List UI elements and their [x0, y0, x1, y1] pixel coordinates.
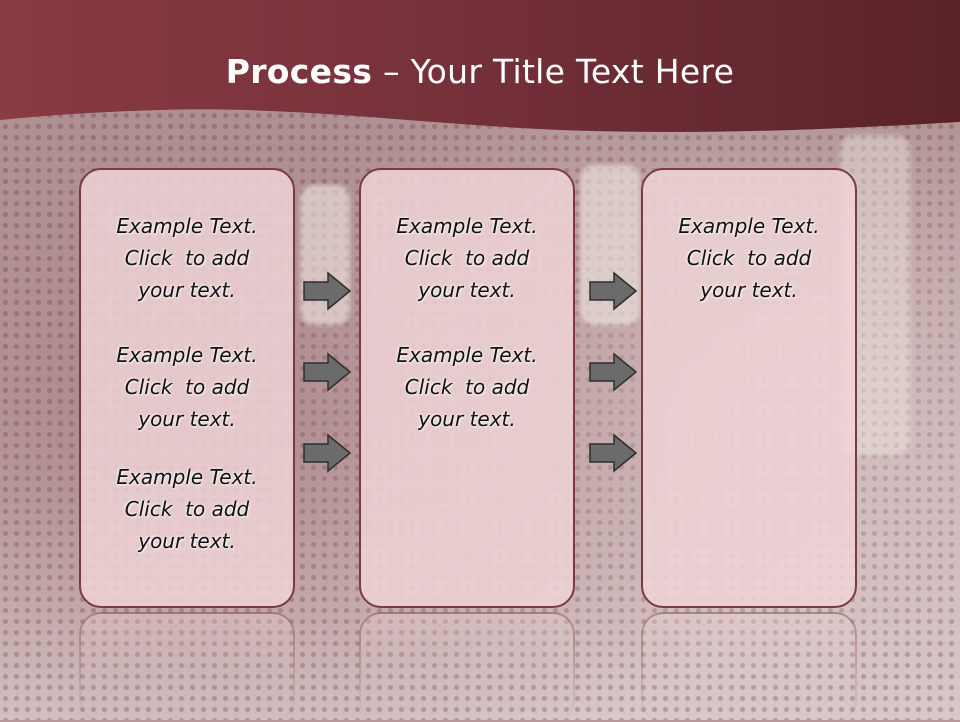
text-line: Click to add — [686, 246, 812, 270]
box-reflection — [641, 612, 857, 722]
process-box-1[interactable]: Example Text. Click to add your text. Ex… — [79, 168, 295, 608]
title-banner — [0, 0, 960, 133]
box-reflection — [359, 612, 575, 722]
text-block[interactable]: Example Text. Click to add your text. — [361, 339, 573, 435]
text-line: Example Text. — [396, 343, 538, 367]
process-box-3[interactable]: Example Text. Click to add your text. — [641, 168, 857, 608]
box-reflection — [79, 612, 295, 722]
text-block[interactable]: Example Text. Click to add your text. — [81, 461, 293, 557]
arrow-right-icon[interactable] — [588, 352, 638, 392]
lace-decoration — [300, 185, 350, 325]
text-block[interactable]: Example Text. Click to add your text. — [81, 210, 293, 306]
title-bold: Process — [225, 52, 373, 91]
title-rest: – Your Title Text Here — [372, 52, 735, 91]
text-line: Example Text. — [116, 343, 258, 367]
text-line: Click to add — [124, 497, 250, 521]
text-line: Example Text. — [116, 214, 258, 238]
arrow-right-icon[interactable] — [588, 433, 638, 473]
text-block[interactable]: Example Text. Click to add your text. — [81, 339, 293, 435]
arrow-right-icon[interactable] — [588, 271, 638, 311]
text-block[interactable]: Example Text. Click to add your text. — [643, 210, 855, 306]
text-block[interactable]: Example Text. Click to add your text. — [361, 210, 573, 306]
text-line: your text. — [138, 278, 236, 302]
text-line: your text. — [138, 529, 236, 553]
slide-title[interactable]: Process – Your Title Text Here — [0, 52, 960, 91]
text-line: Click to add — [404, 375, 530, 399]
text-line: Example Text. — [396, 214, 538, 238]
process-box-2[interactable]: Example Text. Click to add your text. Ex… — [359, 168, 575, 608]
text-line: your text. — [700, 278, 798, 302]
arrow-right-icon[interactable] — [302, 352, 352, 392]
arrow-right-icon[interactable] — [302, 433, 352, 473]
text-line: Click to add — [124, 375, 250, 399]
text-line: Example Text. — [678, 214, 820, 238]
text-line: your text. — [138, 407, 236, 431]
text-line: Click to add — [404, 246, 530, 270]
text-line: your text. — [418, 407, 516, 431]
arrow-right-icon[interactable] — [302, 271, 352, 311]
text-line: Click to add — [124, 246, 250, 270]
text-line: your text. — [418, 278, 516, 302]
text-line: Example Text. — [116, 465, 258, 489]
